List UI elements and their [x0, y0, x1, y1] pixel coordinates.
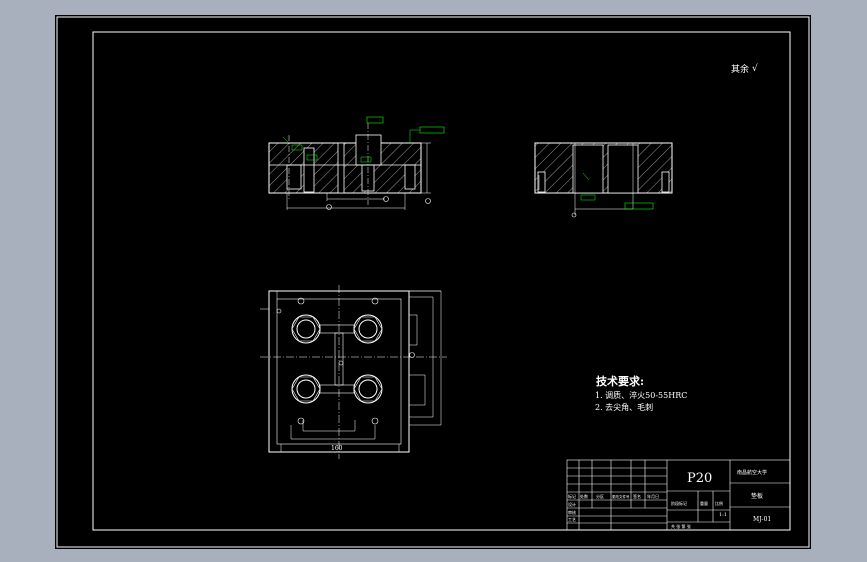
- bore-top-left: [291, 314, 321, 344]
- title-row-label-0: 设计: [568, 501, 576, 507]
- tech-req-item-1: 1. 调质、淬火50-55HRC: [595, 390, 687, 400]
- bore-bottom-left: [291, 374, 321, 404]
- title-part-name: 垫板: [751, 492, 763, 500]
- title-header-label-1: 处数: [580, 493, 588, 499]
- title-header-label-4: 签名: [633, 493, 641, 499]
- technical-requirements: 技术要求: 1. 调质、淬火50-55HRC 2. 去尖角、毛刺: [595, 374, 687, 412]
- title-header-label-3: 更改文件号: [612, 494, 630, 499]
- title-sheet-text: 共 张 第 张: [671, 523, 691, 529]
- tech-req-item-2: 2. 去尖角、毛刺: [595, 402, 653, 412]
- title-scale: 1:1: [719, 512, 727, 518]
- roughness-symbol: √: [752, 63, 758, 74]
- cad-viewport[interactable]: 其余 √: [55, 15, 811, 549]
- title-header-label-2: 分区: [596, 493, 604, 499]
- dimension-bottom-width: 160: [331, 445, 343, 452]
- roughness-note: 其余: [731, 63, 749, 75]
- bore-bottom-right: [353, 374, 383, 404]
- title-drawing-no: MJ-01: [753, 516, 771, 523]
- title-header-label-0: 标记: [568, 493, 576, 499]
- bore-top-right: [353, 314, 383, 344]
- title-part-code: P20: [687, 471, 712, 486]
- side-section-view: [534, 142, 673, 218]
- title-header-label-5: 年月日: [647, 493, 659, 499]
- front-section-view: [268, 116, 445, 210]
- sheet-border-inner: [92, 31, 791, 531]
- title-stage-label: 阶段标记: [671, 500, 687, 506]
- title-block: [566, 459, 791, 531]
- title-weight-label: 重量: [700, 500, 708, 506]
- title-school: 南昌航空大学: [737, 469, 767, 476]
- cad-drawing: 其余 √: [56, 16, 810, 548]
- title-scale-label: 比例: [715, 500, 723, 506]
- title-row-label-1: 审核: [568, 509, 576, 515]
- tech-req-title: 技术要求:: [596, 374, 644, 388]
- plan-view: 160: [260, 285, 447, 459]
- sheet-border-outer: [56, 16, 810, 548]
- title-row-label-2: 工艺: [568, 517, 576, 522]
